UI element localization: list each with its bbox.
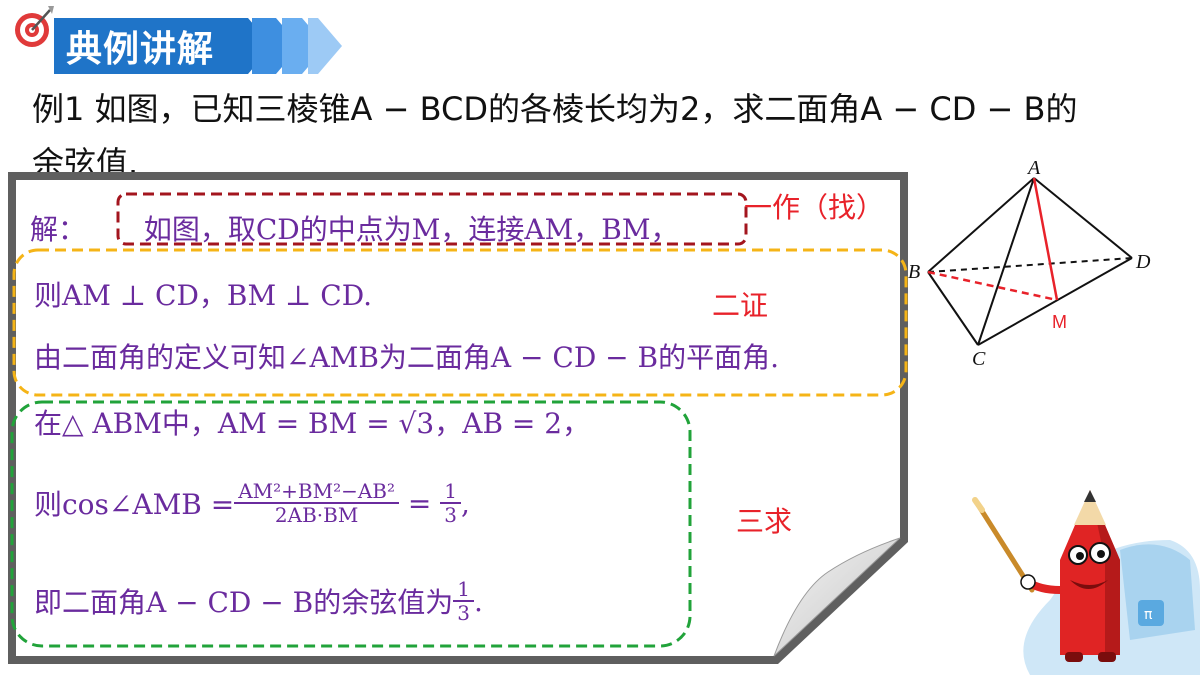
- annotation-compute: 三求: [736, 505, 793, 538]
- vertex-label-b: B: [908, 261, 920, 283]
- result-fraction: 1 3: [440, 480, 462, 527]
- solution-card: [8, 172, 908, 664]
- cos-fraction-denominator: 2AB·BM: [274, 503, 359, 527]
- conclusion-fraction: 1 3: [453, 578, 474, 624]
- vertex-label-a: A: [1026, 157, 1041, 179]
- cos-fraction: AM²+BM²−AB² 2AB·BM: [234, 480, 400, 527]
- conclusion-fraction-denominator: 3: [457, 601, 470, 625]
- period: .: [473, 584, 483, 618]
- title-banner: [15, 6, 342, 74]
- cos-fraction-numerator: AM²+BM²−AB²: [234, 480, 400, 504]
- solution-prefix: 解：: [30, 213, 87, 246]
- solution-step-2-line-1: 则AM ⊥ CD，BM ⊥ CD.: [34, 279, 373, 312]
- solution-step-3-line-3: 即二面角A − CD − B的余弦值为 1 3 .: [34, 578, 483, 624]
- solution-step-2-line-2: 由二面角的定义可知∠AMB为二面角A − CD − B的平面角.: [34, 341, 780, 374]
- vertex-label-d: D: [1135, 251, 1151, 273]
- vertex-label-c: C: [972, 348, 986, 370]
- problem-statement-line-1: 例1 如图，已知三棱锥A − BCD的各棱长均为2，求二面角A − CD − B…: [32, 90, 1078, 128]
- solution-step-3-line-1: 在△ ABM中，AM = BM = √3，AB = 2，: [34, 407, 591, 440]
- cos-expression-prefix: 则cos∠AMB =: [34, 488, 235, 521]
- result-fraction-denominator: 3: [444, 503, 458, 527]
- pencil-mascot-illustration: π: [972, 490, 1200, 675]
- equals-sign: =: [399, 486, 441, 520]
- tetrahedron-figure: A B C D M: [908, 157, 1151, 370]
- annotation-find: 一作（找）: [744, 191, 885, 224]
- section-title: 典例讲解: [66, 29, 215, 70]
- comma: ,: [461, 486, 470, 520]
- annotation-prove: 二证: [712, 289, 769, 322]
- conclusion-prefix: 即二面角A − CD − B的余弦值为: [34, 586, 454, 619]
- midpoint-label-m: M: [1052, 312, 1067, 332]
- pi-icon: π: [1144, 607, 1153, 623]
- solution-step-1: 如图，取CD的中点为M，连接AM，BM，: [143, 213, 679, 246]
- solution-step-3-line-2: 则cos∠AMB = AM²+BM²−AB² 2AB·BM = 1 3 ,: [34, 480, 470, 526]
- result-fraction-numerator: 1: [440, 480, 462, 504]
- target-icon: [15, 6, 54, 47]
- conclusion-fraction-numerator: 1: [453, 578, 474, 602]
